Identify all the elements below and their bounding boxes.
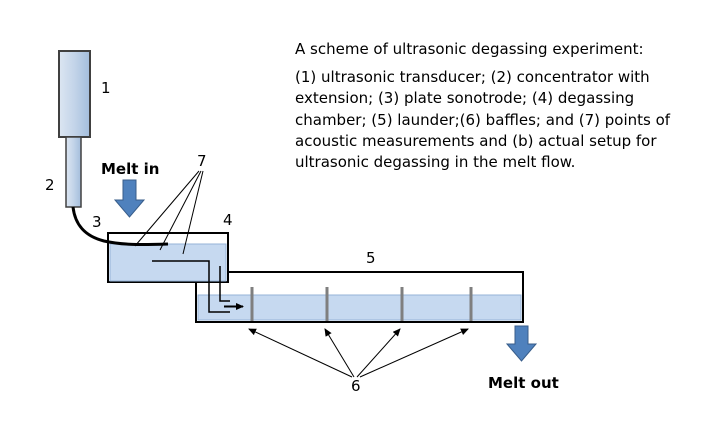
baffles-group [250, 287, 473, 321]
melt-out-arrow [505, 325, 538, 362]
figure-description: (1) ultrasonic transducer; (2) concentra… [295, 68, 671, 172]
melt-in-arrow [113, 179, 146, 218]
chamber-melt [109, 243, 227, 282]
plate-sonotrode [71, 206, 169, 247]
launder-label: 5 [366, 249, 376, 267]
measurement-pointer-lines [134, 170, 204, 255]
chamber-label: 4 [223, 211, 233, 229]
sonotrode-label: 3 [92, 213, 102, 231]
concentrator-rod [65, 136, 82, 208]
baffles-label: 6 [351, 377, 361, 395]
outlet-pipe [152, 260, 230, 313]
melt-out-label: Melt out [488, 374, 559, 392]
baffle-pointer-arrows [248, 328, 469, 378]
figure-title: A scheme of ultrasonic degassing experim… [295, 40, 644, 58]
caption-block: A scheme of ultrasonic degassing experim… [295, 40, 703, 173]
launder-melt [197, 294, 522, 321]
ultrasonic-transducer [58, 50, 91, 138]
melt-in-label: Melt in [101, 160, 159, 178]
transducer-label: 1 [101, 79, 111, 97]
measurement-points-label: 7 [197, 152, 207, 170]
concentrator-label: 2 [45, 176, 55, 194]
